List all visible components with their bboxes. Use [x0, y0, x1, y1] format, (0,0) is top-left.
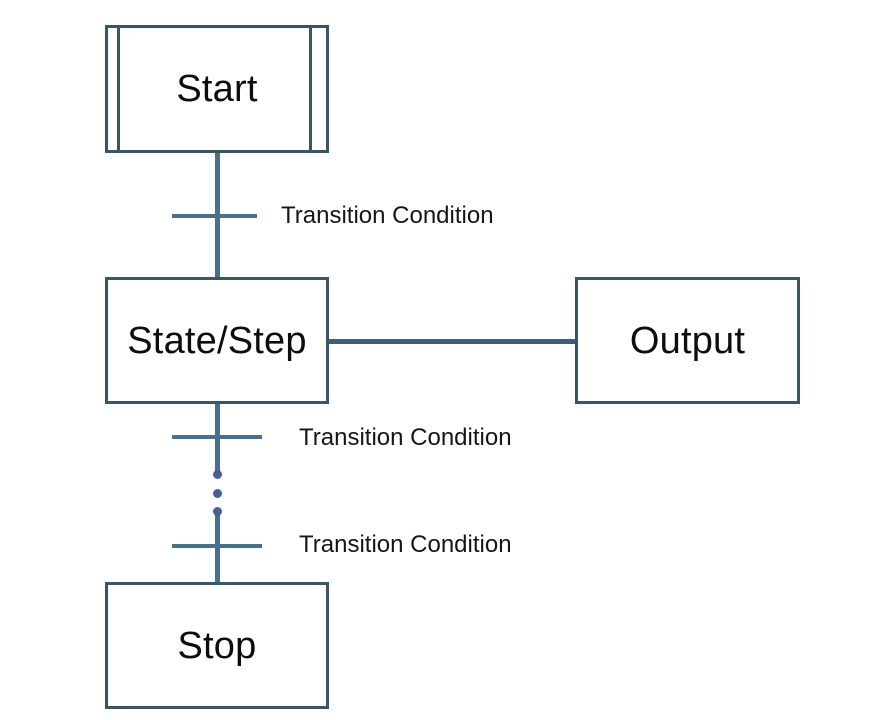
node-state-step[interactable]: State/Step [105, 277, 329, 404]
node-stop[interactable]: Stop [105, 582, 329, 709]
transition-crossbar-3 [172, 544, 262, 548]
node-output[interactable]: Output [575, 277, 800, 404]
node-state-step-label: State/Step [127, 319, 307, 362]
edge-label-transition-1: Transition Condition [281, 202, 494, 229]
start-inner-bar-right-icon [309, 28, 312, 150]
node-start-label: Start [176, 68, 258, 110]
connector-state-to-output [329, 339, 576, 344]
transition-crossbar-2 [172, 435, 262, 439]
edge-label-transition-2: Transition Condition [299, 424, 512, 451]
start-inner-bar-left-icon [117, 28, 120, 150]
ellipsis-dot-3 [213, 507, 222, 516]
node-start[interactable]: Start [105, 25, 329, 153]
node-output-label: Output [629, 319, 746, 362]
node-stop-label: Stop [177, 624, 257, 667]
ellipsis-dot-1 [213, 470, 222, 479]
transition-crossbar-1 [172, 214, 257, 218]
ellipsis-dot-2 [213, 489, 222, 498]
edge-label-transition-3: Transition Condition [299, 531, 512, 558]
connector-ellipsis-to-stop [215, 514, 220, 582]
